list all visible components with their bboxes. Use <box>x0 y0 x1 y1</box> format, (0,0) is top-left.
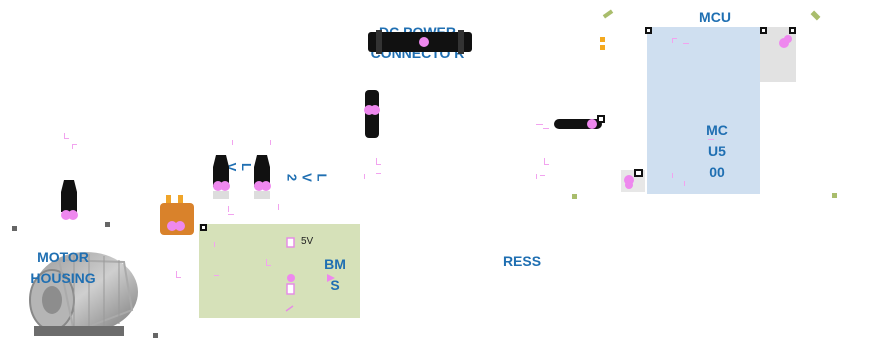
lv2-label: L V 2 <box>284 173 330 182</box>
marker-dot <box>600 37 605 42</box>
tick-mark <box>214 242 215 247</box>
lv-connector-2-icon[interactable] <box>250 153 274 199</box>
tick-mark <box>544 158 545 164</box>
tick-mark <box>64 133 65 138</box>
tick-mark <box>228 214 234 215</box>
marker-dot <box>572 194 577 199</box>
bms-pins <box>285 237 295 312</box>
tick-mark <box>540 175 545 176</box>
tick-mark <box>536 174 537 179</box>
mcu-port-mid-icon <box>760 27 767 34</box>
motor-housing-label: MOTOR HOUSING <box>30 249 96 286</box>
tick-mark <box>672 38 673 43</box>
marker-dot <box>105 222 110 227</box>
tick-mark <box>364 174 365 179</box>
five-v-label: 5V <box>301 236 314 247</box>
tick-mark <box>270 140 271 145</box>
mcu-inner-label: MC U5 00 <box>706 122 728 180</box>
tick-mark <box>672 173 673 178</box>
mcu-box <box>647 27 760 194</box>
tick-mark <box>536 124 543 125</box>
tick-mark <box>684 181 685 186</box>
mcu-port-right-icon <box>789 27 796 34</box>
ress-label: RESS <box>502 253 542 269</box>
lv-connector-1-icon[interactable] <box>209 153 233 199</box>
tick-mark <box>176 277 181 278</box>
marker-dot <box>832 193 837 198</box>
bms-port-icon <box>200 224 207 231</box>
tick-mark <box>544 164 549 165</box>
dc-power-connector-icon[interactable] <box>366 28 474 56</box>
marker-dash <box>810 10 821 21</box>
bms-box <box>199 224 360 318</box>
tick-mark <box>266 259 267 265</box>
tick-mark <box>376 173 381 174</box>
tick-mark <box>266 265 271 266</box>
tick-mark <box>672 38 677 39</box>
mcu-label: MCU <box>699 9 731 25</box>
marker-dash <box>602 9 614 19</box>
motor-connector-icon[interactable] <box>57 178 81 224</box>
tick-mark <box>214 275 219 276</box>
motor-housing-image <box>29 252 138 336</box>
tick-mark <box>683 43 689 44</box>
bms-label: BM S <box>324 256 346 293</box>
marker-dot <box>600 45 605 50</box>
tick-mark <box>376 158 377 164</box>
bms-arrow-icon <box>327 274 335 282</box>
ress-connector-icon[interactable] <box>552 112 610 134</box>
tick-mark <box>232 140 233 145</box>
tick-mark <box>228 206 229 212</box>
tick-mark <box>72 144 73 149</box>
marker-dot <box>153 333 158 338</box>
tick-mark <box>176 271 177 277</box>
mcu-connector-icon[interactable] <box>619 166 649 194</box>
marker-dot <box>12 226 17 231</box>
tick-mark <box>543 128 549 129</box>
tick-mark <box>376 164 381 165</box>
mcu-port-left-icon <box>645 27 652 34</box>
tick-mark <box>708 139 714 140</box>
mcu-tab-connector-icon[interactable] <box>776 30 796 52</box>
tick-mark <box>278 204 279 210</box>
tick-mark <box>72 144 77 145</box>
tick-mark <box>64 138 69 139</box>
dc-power-vertical-connector-icon[interactable] <box>361 88 383 140</box>
bms-orange-connector-icon[interactable] <box>158 193 200 239</box>
